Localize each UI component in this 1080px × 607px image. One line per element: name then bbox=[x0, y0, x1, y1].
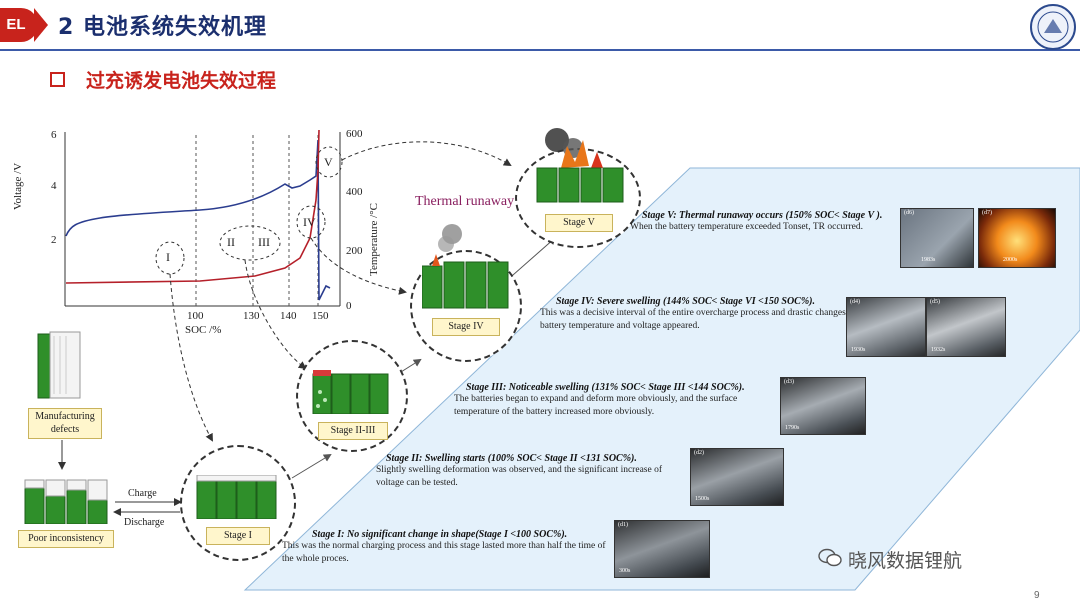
stage-ii-iii-label: Stage II-III bbox=[318, 422, 388, 440]
photo-tag: (d5) bbox=[930, 299, 940, 305]
stage-ii-iii-circle: Stage II-III bbox=[296, 340, 408, 452]
voltage-curve bbox=[65, 139, 331, 301]
stage-iii-heading: Stage III: Noticeable swelling (131% SOC… bbox=[466, 382, 745, 393]
stage-iv-photo-1: (d4) 1930s bbox=[846, 297, 926, 357]
progress-arrow-3 bbox=[504, 236, 557, 283]
header-divider bbox=[0, 49, 1080, 51]
university-seal-icon bbox=[1030, 4, 1076, 50]
stage-v-label: Stage V bbox=[545, 214, 613, 232]
y-right-tick: 600 bbox=[346, 128, 363, 140]
region-ii-iii-marker bbox=[219, 225, 281, 261]
photo-time: 1500s bbox=[695, 496, 710, 502]
connector-i bbox=[169, 273, 213, 442]
poor-inconsistency-box: Poor inconsistency bbox=[18, 530, 114, 548]
fire-cells-icon bbox=[536, 128, 624, 203]
stage-i-description: Stage I: No significant change in shape(… bbox=[282, 529, 612, 566]
y-left-tick: 2 bbox=[51, 234, 57, 246]
x-tick: 130 bbox=[243, 310, 260, 322]
photo-tag: (d4) bbox=[850, 299, 860, 305]
stage-v-circle: Stage V bbox=[515, 128, 641, 248]
page-title: 2 电池系统失效机理 bbox=[58, 15, 267, 40]
stage-ii-description: Stage II: Swelling starts (100% SOC< Sta… bbox=[376, 453, 686, 490]
photo-time: 1932s bbox=[931, 347, 946, 353]
photo-time: 1983s bbox=[921, 257, 936, 263]
section-badge: EL bbox=[0, 8, 38, 42]
stage-iv-description: Stage IV: Severe swelling (144% SOC< Sta… bbox=[540, 296, 856, 333]
source-watermark: 晓风数据锂航 bbox=[848, 550, 963, 572]
inconsistent-cells-icon bbox=[24, 474, 110, 525]
photo-time: 1930s bbox=[851, 347, 866, 353]
y-right-tick: 0 bbox=[346, 300, 352, 312]
stage-v-photo-2: (d7) 2000s bbox=[978, 208, 1056, 268]
stage-v-text: When the battery temperature exceeded To… bbox=[630, 222, 863, 232]
section-subtitle: 过充诱发电池失效过程 bbox=[86, 70, 277, 92]
y-left-tick: 4 bbox=[51, 180, 57, 192]
connector-iv bbox=[310, 237, 407, 295]
photo-time: 300s bbox=[619, 568, 631, 574]
y-right-tick: 400 bbox=[346, 186, 363, 198]
photo-tag: (d1) bbox=[618, 522, 628, 528]
badge-chevron-icon bbox=[34, 8, 48, 42]
connector-ii-iii bbox=[244, 259, 307, 370]
discharge-label: Discharge bbox=[124, 517, 165, 528]
y-left-tick: 6 bbox=[51, 129, 57, 141]
battery-cells-icon bbox=[196, 475, 277, 519]
connector-v bbox=[341, 141, 512, 167]
region-label: II bbox=[227, 235, 235, 249]
square-bullet-icon bbox=[50, 72, 65, 87]
stage-iv-circle: Stage IV bbox=[410, 224, 522, 362]
stage-i-text: This was the normal charging process and… bbox=[282, 541, 606, 564]
y-right-axis-label: Temperature /°C bbox=[368, 203, 380, 276]
stage-iii-text: The batteries began to expand and deform… bbox=[454, 394, 738, 417]
x-tick: 150 bbox=[312, 310, 329, 322]
thermal-runaway-label: Thermal runaway bbox=[415, 194, 515, 209]
stage-iv-heading: Stage IV: Severe swelling (144% SOC< Sta… bbox=[556, 296, 815, 307]
stage-iv-photo-2: (d5) 1932s bbox=[926, 297, 1006, 357]
x-axis-label: SOC /% bbox=[185, 324, 222, 336]
region-i-marker bbox=[155, 241, 185, 275]
x-tick: 100 bbox=[187, 310, 204, 322]
photo-tag: (d2) bbox=[694, 450, 704, 456]
y-left-axis-label: Voltage /V bbox=[12, 162, 24, 210]
stage-iv-text: This was a decisive interval of the enti… bbox=[540, 308, 856, 331]
swollen-cells-icon bbox=[312, 370, 389, 414]
region-iv-marker bbox=[296, 205, 326, 239]
charge-label: Charge bbox=[128, 488, 157, 499]
stage-i-photo: (d1) 300s bbox=[614, 520, 710, 578]
stage-ii-photo: (d2) 1500s bbox=[690, 448, 784, 506]
region-label: IV bbox=[303, 215, 316, 229]
x-tick: 140 bbox=[280, 310, 297, 322]
photo-time: 2000s bbox=[1003, 257, 1018, 263]
smoke-cells-icon bbox=[422, 224, 509, 309]
photo-tag: (d7) bbox=[982, 210, 992, 216]
region-v-marker bbox=[315, 146, 343, 178]
stage-v-photo-1: (d6) 1983s bbox=[900, 208, 974, 268]
battery-stack-icon bbox=[36, 330, 84, 402]
region-label: III bbox=[258, 235, 270, 249]
stage-i-label: Stage I bbox=[206, 527, 270, 545]
region-label: V bbox=[324, 155, 333, 169]
stage-iii-photo: (d3) 1790s bbox=[780, 377, 866, 435]
stage-v-description: Stage V: Thermal runaway occurs (150% SO… bbox=[630, 210, 902, 234]
region-label: I bbox=[166, 250, 170, 264]
progress-arrow-1 bbox=[291, 453, 332, 479]
temperature-curve bbox=[65, 129, 320, 284]
stage-iii-description: Stage III: Noticeable swelling (131% SOC… bbox=[454, 382, 778, 419]
header-bar bbox=[0, 0, 1080, 50]
photo-tag: (d3) bbox=[784, 379, 794, 385]
stage-panel bbox=[243, 167, 1080, 591]
stage-v-heading: Stage V: Thermal runaway occurs (150% SO… bbox=[642, 210, 883, 221]
stage-i-circle: Stage I bbox=[180, 445, 296, 561]
stage-ii-heading: Stage II: Swelling starts (100% SOC< Sta… bbox=[386, 453, 637, 464]
y-right-tick: 200 bbox=[346, 245, 363, 257]
wechat-icon bbox=[818, 548, 842, 568]
manufacturing-defects-box: Manufacturing defects bbox=[28, 408, 102, 439]
stage-ii-text: Slightly swelling deformation was observ… bbox=[376, 465, 662, 488]
stage-i-heading: Stage I: No significant change in shape(… bbox=[312, 529, 568, 540]
photo-tag: (d6) bbox=[904, 210, 914, 216]
page-number: 9 bbox=[1034, 590, 1040, 601]
stage-iv-label: Stage IV bbox=[432, 318, 500, 336]
photo-time: 1790s bbox=[785, 425, 800, 431]
